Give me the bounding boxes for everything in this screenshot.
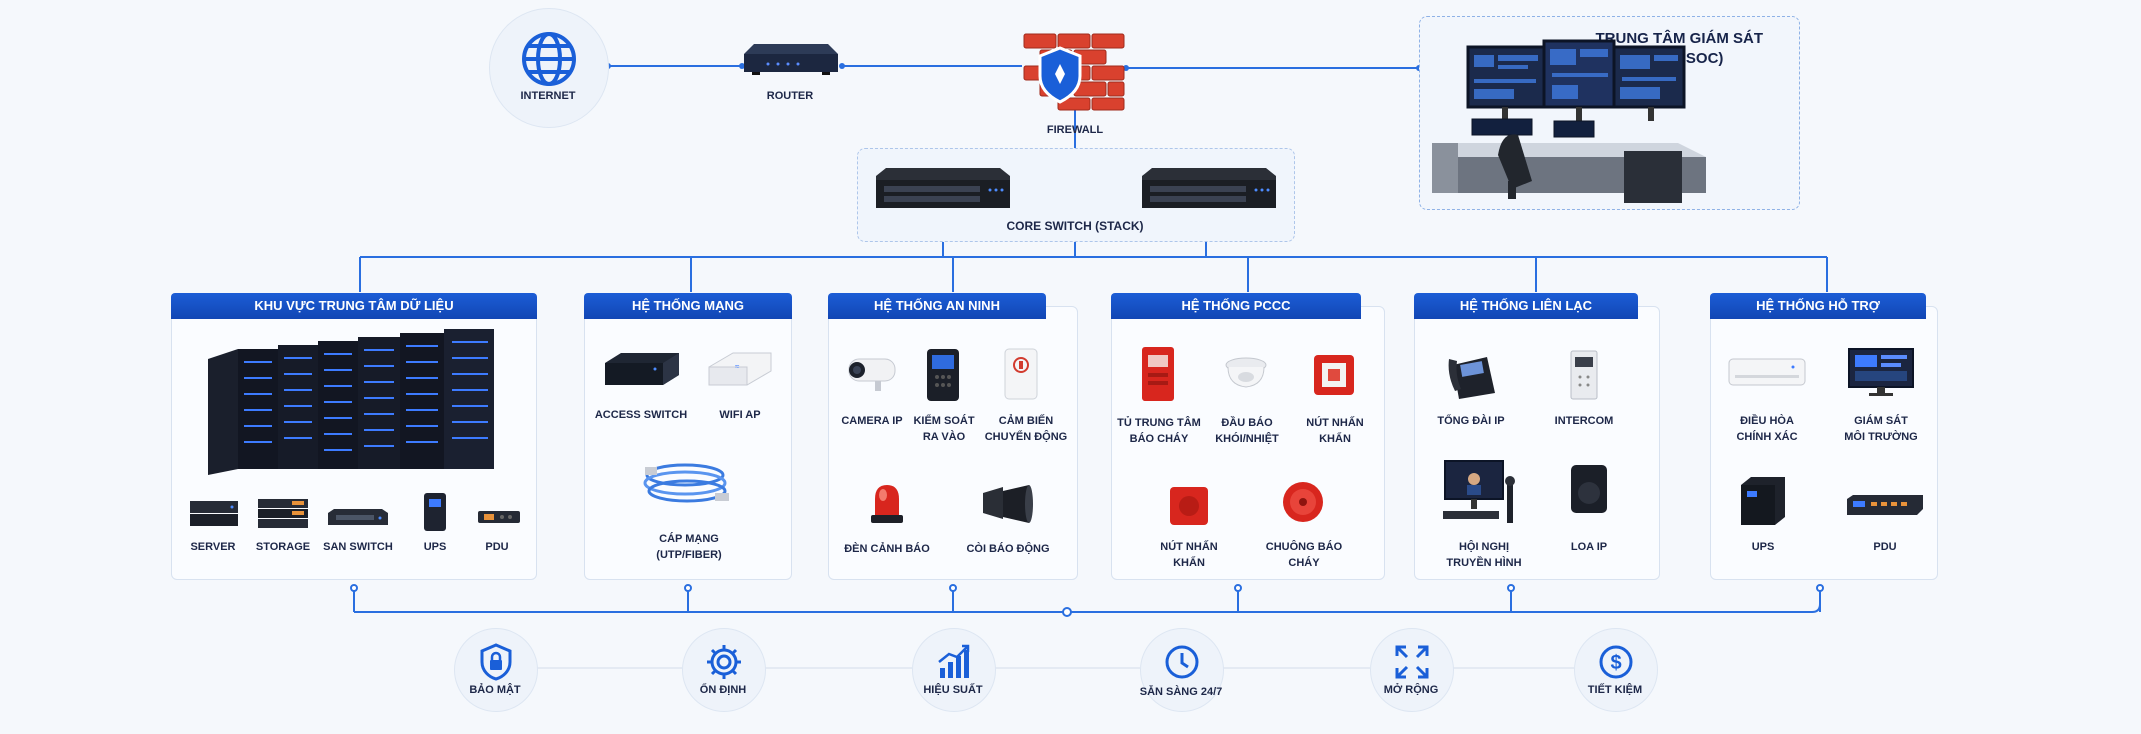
benefit-performance-label: HIỆU SUẤT	[923, 684, 983, 696]
siren-label: CÒI BÁO ĐỘNG	[966, 543, 1050, 555]
globe-icon	[522, 32, 576, 86]
panel-security-title: HỆ THỐNG AN NINH	[828, 293, 1046, 319]
ip-phone-icon	[1448, 357, 1495, 399]
dollar-icon: $	[1599, 645, 1633, 679]
benefit-scalability-label: MỞ RỘNG	[1383, 684, 1439, 696]
panel-network-title: HỆ THỐNG MẠNG	[584, 293, 792, 319]
support-pdu-label: PDU	[1873, 541, 1897, 553]
panel-datacenter-title: KHU VỰC TRUNG TÂM DỮ LIỆU	[171, 293, 537, 319]
expand-icon	[1395, 645, 1429, 679]
panel-comm: HỆ THỐNG LIÊN LẠC TỔNG ĐÀI IP INTERCOM H…	[1414, 293, 1660, 580]
pdu-icon	[478, 511, 520, 523]
benefit-stability	[682, 628, 766, 712]
server-label: SERVER	[190, 541, 236, 553]
shield-lock-icon	[480, 643, 512, 681]
server-racks-illustration	[208, 329, 494, 475]
firewall-icon	[1023, 33, 1125, 111]
router-label: ROUTER	[766, 90, 814, 102]
warning-light-icon	[871, 485, 903, 523]
emergency-button-label: NÚT NHẤN KHẨN	[1306, 417, 1364, 445]
video-conference-icon	[1443, 460, 1515, 523]
core-switch-label: CORE SWITCH (STACK)	[1006, 219, 1144, 233]
benefit-stability-label: ỔN ĐỊNH	[699, 684, 747, 696]
access-switch-label: ACCESS SWITCH	[594, 409, 688, 421]
svg-text:≈: ≈	[735, 362, 740, 371]
manual-call-point-icon	[1170, 487, 1208, 525]
fire-alarm-panel-label: TỦ TRUNG TÂM BÁO CHÁY	[1117, 417, 1201, 445]
environment-monitor-icon	[1848, 348, 1914, 396]
fire-alarm-panel-icon	[1142, 347, 1174, 401]
core-switch-1-icon	[876, 168, 1010, 208]
network-cable-icon	[643, 463, 729, 503]
smoke-detector-label: ĐẦU BÁO KHÓI/NHIỆT	[1215, 417, 1279, 445]
panel-support: HỆ THỐNG HỖ TRỢ ĐIỀU HÒA CHÍNH XÁC GIÁM …	[1710, 293, 1938, 580]
air-conditioner-label: ĐIỀU HÒA CHÍNH XÁC	[1736, 415, 1798, 443]
environment-monitor-label: GIÁM SÁT MÔI TRƯỜNG	[1844, 415, 1918, 443]
fire-bell-icon	[1283, 482, 1323, 522]
fire-bell-label: CHUÔNG BÁO CHÁY	[1265, 541, 1343, 569]
benefit-security-label: BẢO MẬT	[469, 684, 521, 696]
server-icon	[190, 501, 238, 526]
camera-ip-label: CAMERA IP	[841, 415, 903, 427]
ups-icon	[424, 493, 446, 531]
air-conditioner-icon	[1728, 358, 1806, 386]
panel-support-title: HỆ THỐNG HỖ TRỢ	[1710, 293, 1926, 319]
benefit-availability	[1140, 628, 1224, 712]
benefit-savings: $	[1574, 628, 1658, 712]
panel-network: HỆ THỐNG MẠNG ≈ ACCESS SWITCH WIFI AP CÁ…	[584, 293, 792, 580]
support-pdu-icon	[1847, 495, 1923, 515]
bar-chart-icon	[938, 644, 970, 678]
benefit-availability-label: SẴN SÀNG 24/7	[1139, 686, 1223, 698]
router-icon	[744, 44, 838, 75]
access-switch-icon	[605, 353, 679, 385]
wifi-ap-label: WIFI AP	[719, 409, 761, 421]
camera-ip-icon	[848, 358, 896, 391]
monitoring-desk-illustration	[1432, 39, 1706, 203]
siren-icon	[983, 485, 1033, 523]
benefit-performance	[912, 628, 996, 712]
ip-speaker-icon	[1571, 465, 1607, 513]
panel-security: HỆ THỐNG AN NINH CAMERA IP KIỂM SOÁT RA …	[828, 293, 1078, 580]
internet-node	[489, 8, 609, 128]
storage-icon	[258, 499, 308, 528]
panel-comm-title: HỆ THỐNG LIÊN LẠC	[1414, 293, 1638, 319]
storage-label: STORAGE	[255, 541, 311, 553]
ip-speaker-label: LOA IP	[1570, 541, 1608, 553]
smoke-detector-icon	[1225, 357, 1267, 388]
warning-light-label: ĐÈN CẢNH BÁO	[844, 543, 930, 555]
san-switch-icon	[328, 509, 388, 525]
pdu-label: PDU	[485, 541, 509, 553]
svg-text:$: $	[1610, 652, 1621, 674]
manual-call-point-label: NÚT NHẤN KHẨN	[1160, 541, 1218, 569]
benefit-scalability	[1370, 628, 1454, 712]
firewall-label: FIREWALL	[1046, 124, 1104, 136]
emergency-button-icon	[1314, 355, 1354, 395]
san-switch-label: SAN SWITCH	[323, 541, 393, 553]
access-control-label: KIỂM SOÁT RA VÀO	[913, 415, 975, 443]
gear-icon	[707, 645, 741, 679]
intercom-label: INTERCOM	[1554, 415, 1614, 427]
motion-sensor-label: CẢM BIẾN CHUYỂN ĐỘNG	[984, 415, 1068, 443]
motion-sensor-icon	[1004, 348, 1038, 400]
panel-pccc: HỆ THỐNG PCCC TỦ TRUNG TÂM BÁO CHÁY ĐẦU …	[1111, 293, 1385, 580]
support-ups-label: UPS	[1751, 541, 1775, 553]
ups-label: UPS	[423, 541, 447, 553]
noc-box: TRUNG TÂM GIÁM SÁT (NOC / SOC)	[1419, 16, 1800, 210]
wifi-ap-icon: ≈	[708, 352, 772, 386]
clock-icon	[1165, 645, 1199, 679]
ip-phone-label: TỔNG ĐÀI IP	[1437, 415, 1505, 427]
intercom-icon	[1570, 350, 1598, 400]
core-switch-2-icon	[1142, 168, 1276, 208]
support-ups-icon	[1741, 477, 1785, 525]
benefit-savings-label: TIẾT KIỆM	[1587, 684, 1643, 696]
access-control-icon	[927, 349, 959, 401]
panel-pccc-title: HỆ THỐNG PCCC	[1111, 293, 1361, 319]
video-conference-label: HỘI NGHỊ TRUYỀN HÌNH	[1446, 541, 1522, 569]
network-cable-label: CÁP MẠNG (UTP/FIBER)	[656, 533, 722, 561]
benefit-security	[454, 628, 538, 712]
panel-datacenter: KHU VỰC TRUNG TÂM DỮ LIỆU SERVER STORAGE…	[171, 293, 537, 580]
internet-label: INTERNET	[520, 90, 576, 102]
